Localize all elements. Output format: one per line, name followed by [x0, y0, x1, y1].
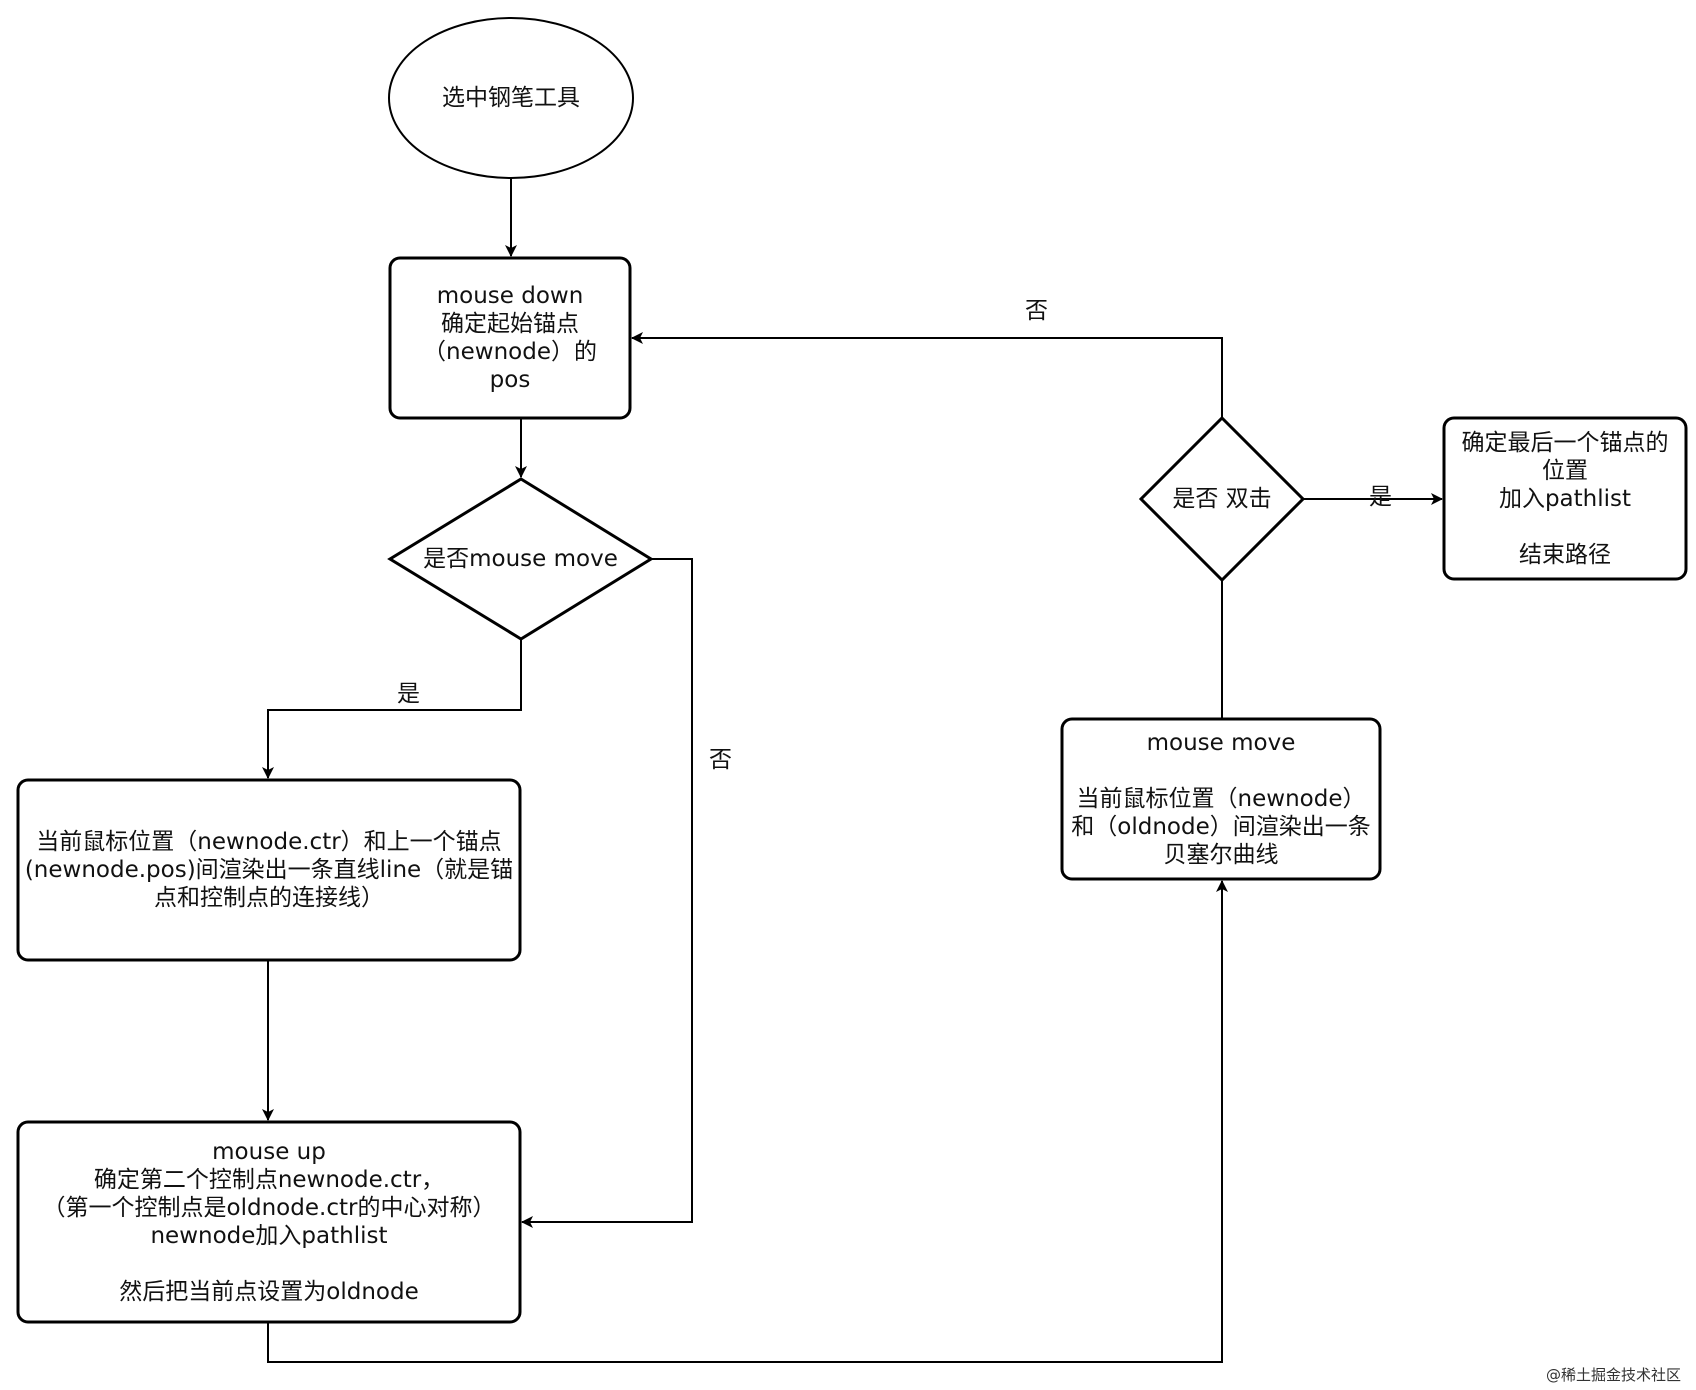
mouse-down-label: mouse down 确定起始锚点 （newnode）的 pos	[423, 283, 597, 393]
mouse-down-box	[388, 256, 632, 420]
edge-decision-no	[521, 558, 693, 1228]
decision-move-label: 是否mouse move	[423, 546, 618, 572]
mouse-up-label: mouse up 确定第二个控制点newnode.ctr， （第一个控制点是ol…	[42, 1139, 496, 1305]
edge-label-move-no: 否	[709, 747, 732, 773]
start-node-label: 选中钢笔工具	[442, 85, 580, 111]
decision-dblclick-label: 是否 双击	[1172, 486, 1272, 512]
edge-dblclick-no	[631, 332, 1223, 418]
mouse-move-label: mouse move 当前鼠标位置（newnode） 和（oldnode）间渲染…	[1071, 730, 1371, 868]
edge-mouseup-to-mousemove	[267, 880, 1228, 1363]
edge-label-move-yes: 是	[397, 681, 420, 707]
edge-label-dblclick-no: 否	[1025, 298, 1048, 324]
end-node-label: 确定最后一个锚点的 位置 加入pathlist 结束路径	[1461, 429, 1669, 568]
end-box	[1442, 416, 1688, 581]
edge-label-dblclick-yes: 是	[1369, 484, 1392, 510]
watermark-text: @稀土掘金技术社区	[1546, 1366, 1682, 1384]
draw-line-label: 当前鼠标位置（newnode.ctr）和上一个锚点 (newnode.pos)间…	[24, 829, 514, 911]
edge-decision-yes	[262, 639, 522, 779]
